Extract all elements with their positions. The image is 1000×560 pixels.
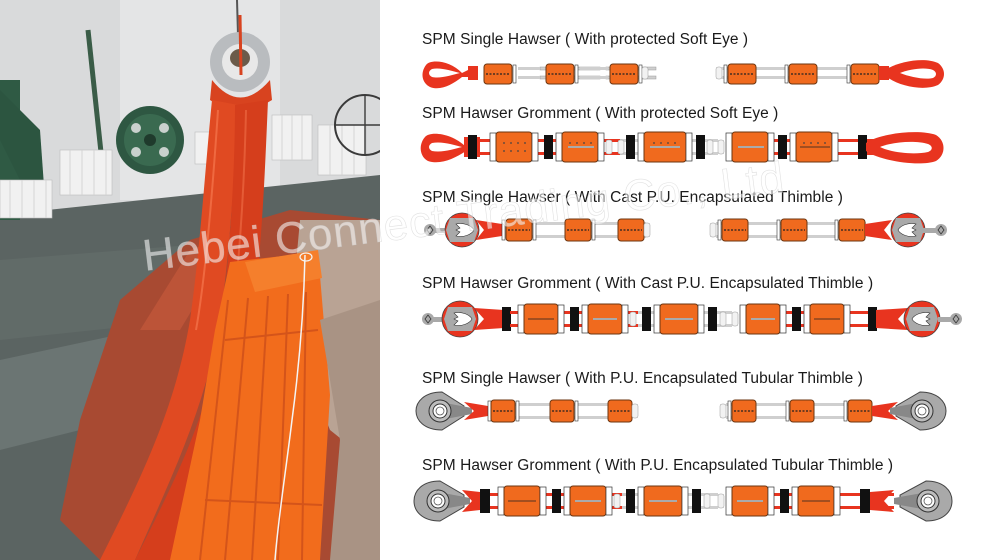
row-title-gromment-soft-eye: SPM Hawser Gromment ( With protected Sof… — [422, 105, 779, 122]
row-title-single-cast-thimble: SPM Single Hawser ( With Cast P.U. Encap… — [422, 189, 843, 206]
hawser-graphic-gromment-soft-eye — [420, 131, 944, 164]
hawser-graphic-single-soft-eye — [422, 60, 944, 89]
row-title-single-soft-eye: SPM Single Hawser ( With protected Soft … — [422, 31, 749, 48]
hawser-graphic-gromment-tubular-thimble — [413, 480, 953, 522]
row-title-gromment-cast-thimble: SPM Hawser Gromment ( With Cast P.U. Enc… — [422, 275, 874, 292]
photo-illustration — [0, 0, 380, 560]
row-title-single-tubular-thimble: SPM Single Hawser ( With P.U. Encapsulat… — [422, 370, 863, 387]
hawser-types-diagram: SPM Single Hawser ( With protected Soft … — [380, 0, 1000, 560]
row-title-gromment-tubular-thimble: SPM Hawser Gromment ( With P.U. Encapsul… — [422, 457, 894, 474]
product-photo — [0, 0, 380, 560]
hawser-graphic-single-tubular-thimble — [415, 391, 947, 431]
hawser-graphic-single-cast-thimble — [424, 212, 947, 248]
hawser-graphic-gromment-cast-thimble — [422, 300, 962, 338]
